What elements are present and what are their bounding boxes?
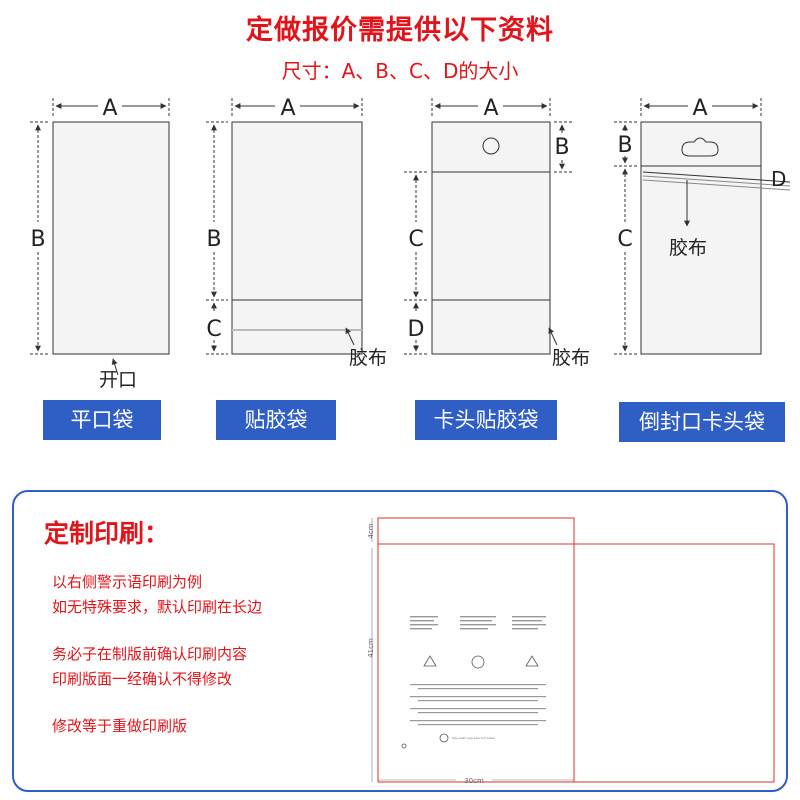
bag2-dim-a: A — [280, 96, 295, 121]
bag3-tape-label: 胶布 — [552, 347, 590, 369]
adhesive-bag-outline — [231, 121, 363, 355]
bag-type-adhesive[interactable]: 贴胶袋 — [216, 400, 336, 440]
bag2-dim-b: B — [206, 227, 221, 252]
print-front-panel — [377, 517, 575, 783]
bag4-tape-label: 胶布 — [669, 237, 707, 259]
header-adhesive-bag-outline — [431, 121, 551, 355]
print-dim-bottom: 30cm — [464, 777, 484, 785]
bag-type-header-adhesive[interactable]: 卡头贴胶袋 — [415, 400, 557, 440]
printing-note: 以右侧警示语印刷为例 — [52, 573, 203, 591]
bag4-dim-b: B — [617, 133, 632, 158]
bag-diagrams: A B 开口 A B C 胶布 A B C D 胶布 A B C D 胶布 — [30, 96, 791, 391]
bag-type-flat[interactable]: 平口袋 — [43, 400, 161, 440]
bag1-dim-b: B — [30, 227, 45, 252]
hang-hole-mark — [401, 743, 407, 749]
printing-note: 如无特殊要求，默认印刷在长边 — [52, 598, 263, 616]
reverse-seal-bag-outline — [640, 121, 762, 355]
bag3-dim-d: D — [408, 317, 425, 342]
bag1-opening-label: 开口 — [99, 369, 137, 391]
bag4-dim-a: A — [692, 96, 707, 121]
custom-printing-heading: 定制印刷： — [44, 519, 170, 548]
print-bottom-note: Keep plastic bags away from babies — [452, 737, 496, 740]
page-subtitle: 尺寸：A、B、C、D的大小 — [281, 59, 519, 83]
print-dim-top: 4cm — [367, 523, 375, 538]
bag1-dim-a: A — [102, 96, 117, 121]
print-layout-diagram: 4cm 41cm 30cm Keep plastic bags away fro… — [367, 517, 775, 785]
bag3-dim-b: B — [554, 135, 569, 160]
flat-bag-outline — [52, 121, 170, 355]
bag2-tape-label: 胶布 — [349, 347, 387, 369]
recycle-icon-center — [471, 655, 485, 669]
bag4-dim-d: D — [771, 167, 786, 191]
hang-hole-icon — [681, 137, 719, 157]
print-back-panel — [377, 543, 775, 783]
bag3-dim-a: A — [483, 96, 498, 121]
print-dim-side: 41cm — [367, 638, 375, 658]
custom-printing-panel — [12, 490, 788, 792]
bag4-dim-c: C — [617, 227, 632, 252]
printing-note: 修改等于重做印刷版 — [52, 717, 188, 735]
recycle-icon-right — [525, 655, 539, 667]
printing-note: 印刷版面一经确认不得修改 — [52, 670, 233, 688]
bag2-dim-c: C — [206, 317, 221, 342]
page-title: 定做报价需提供以下资料 — [246, 15, 554, 46]
printing-note: 务必子在制版前确认印刷内容 — [52, 645, 248, 663]
bag3-dim-c: C — [408, 227, 423, 252]
recycle-icon-left — [423, 655, 437, 667]
keep-away-icon — [439, 733, 449, 743]
bag-type-reverse-seal-header[interactable]: 倒封口卡头袋 — [619, 402, 785, 442]
